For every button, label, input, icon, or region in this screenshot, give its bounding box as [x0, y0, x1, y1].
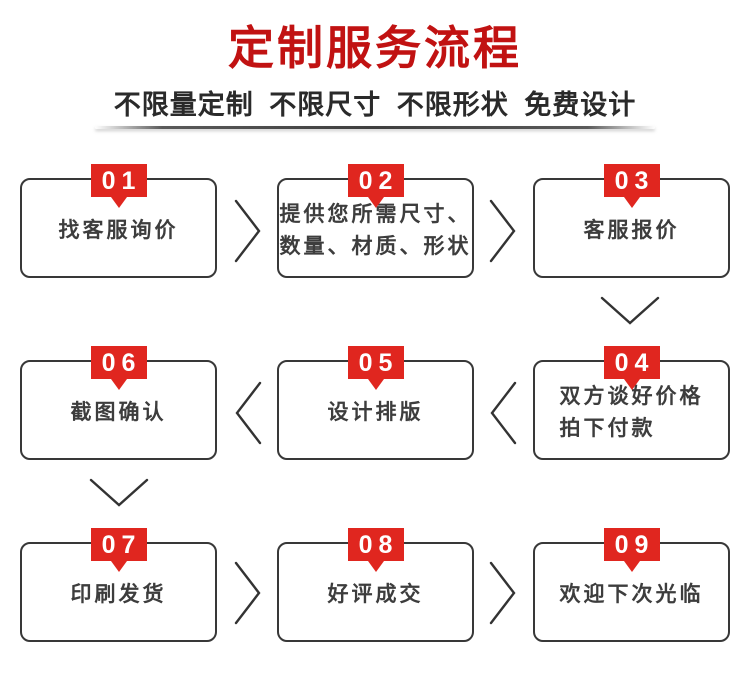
- badge-pointer: [367, 379, 384, 390]
- step-card-04: 04 双方谈好价格 拍下付款: [533, 346, 730, 460]
- arrow-down-icon: [88, 477, 150, 509]
- badge-pointer: [367, 197, 384, 208]
- step-number-badge: 02: [347, 164, 404, 208]
- step-label: 提供您所需尺寸、 数量、材质、形状: [279, 203, 472, 258]
- step-number-badge: 09: [603, 528, 660, 572]
- step-card-03: 03 客服报价: [533, 164, 730, 278]
- step-number: 02: [358, 167, 399, 195]
- step-number-badge: 05: [347, 346, 404, 390]
- step-number-badge: 03: [603, 164, 660, 208]
- step-label: 欢迎下次光临: [559, 583, 704, 606]
- step-label: 截图确认: [70, 401, 167, 424]
- arrow-right-icon: [488, 560, 518, 626]
- step-label: 印刷发货: [70, 583, 167, 606]
- step-label: 好评成交: [327, 583, 424, 606]
- badge-pointer: [110, 379, 127, 390]
- page-title: 定制服务流程: [228, 22, 522, 74]
- step-label: 双方谈好价格 拍下付款: [559, 385, 704, 440]
- page-subtitle: 不限量定制 不限尺寸 不限形状 免费设计: [113, 90, 637, 120]
- badge-pointer: [367, 561, 384, 572]
- badge-pointer: [110, 197, 127, 208]
- step-number-badge: 07: [90, 528, 147, 572]
- step-card-06: 06 截图确认: [20, 346, 217, 460]
- step-number: 05: [358, 349, 399, 377]
- step-number-badge: 01: [90, 164, 147, 208]
- arrow-left-icon: [233, 380, 263, 446]
- divider-line: [95, 126, 655, 129]
- step-card-05: 05 设计排版: [277, 346, 474, 460]
- step-number: 09: [614, 531, 655, 559]
- step-number: 01: [101, 167, 142, 195]
- step-label: 客服报价: [583, 219, 680, 242]
- arrow-down-icon: [599, 295, 661, 327]
- step-label: 找客服询价: [58, 219, 179, 242]
- step-number-badge: 06: [90, 346, 147, 390]
- step-number: 08: [358, 531, 399, 559]
- step-label: 设计排版: [327, 401, 424, 424]
- step-card-08: 08 好评成交: [277, 528, 474, 642]
- step-number-badge: 04: [603, 346, 660, 390]
- badge-pointer: [623, 197, 640, 208]
- step-card-01: 01 找客服询价: [20, 164, 217, 278]
- step-number: 04: [614, 349, 655, 377]
- step-number-badge: 08: [347, 528, 404, 572]
- step-card-02: 02 提供您所需尺寸、 数量、材质、形状: [277, 164, 474, 278]
- badge-pointer: [623, 379, 640, 390]
- arrow-right-icon: [233, 560, 263, 626]
- arrow-right-icon: [233, 198, 263, 264]
- step-number: 03: [614, 167, 655, 195]
- step-card-07: 07 印刷发货: [20, 528, 217, 642]
- arrow-right-icon: [488, 198, 518, 264]
- step-number: 06: [101, 349, 142, 377]
- step-card-09: 09 欢迎下次光临: [533, 528, 730, 642]
- badge-pointer: [110, 561, 127, 572]
- arrow-left-icon: [488, 380, 518, 446]
- badge-pointer: [623, 561, 640, 572]
- step-number: 07: [101, 531, 142, 559]
